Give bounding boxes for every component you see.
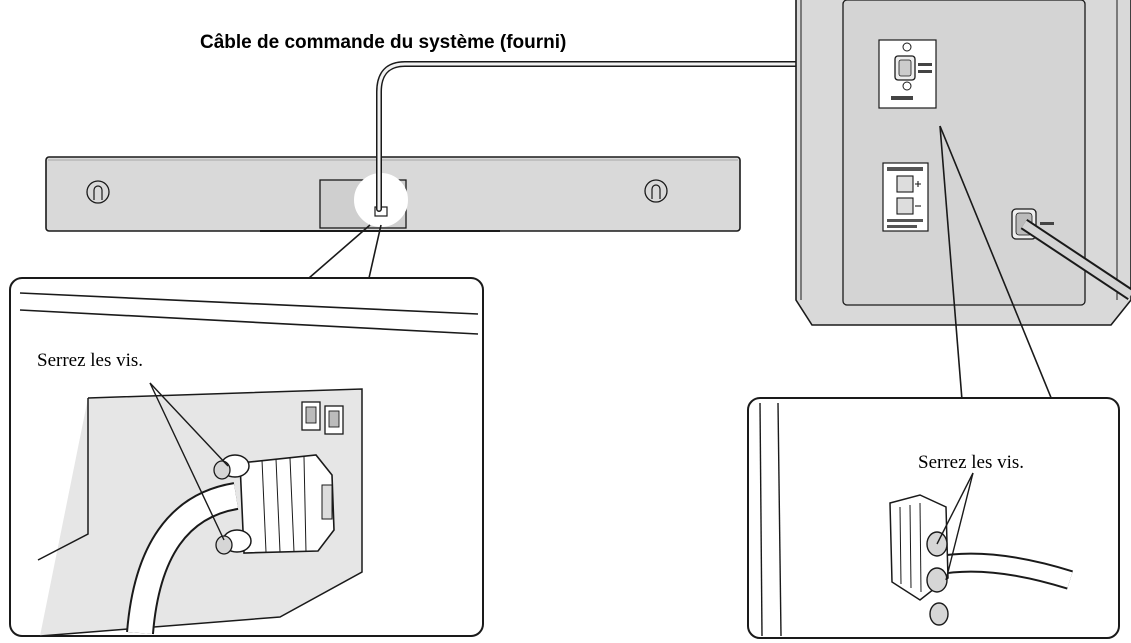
tighten-screws-label-left: Serrez les vis.	[37, 350, 144, 371]
power-cord	[1020, 219, 1131, 300]
wall-mount-keyhole-left-icon	[86, 180, 110, 204]
left-zoom-pointer	[308, 224, 382, 279]
system-connector-plate	[878, 39, 937, 109]
left-detail-view	[9, 277, 484, 637]
subwoofer-rear-panel	[795, 0, 1131, 326]
system-cable-label: Câble de commande du système (fourni)	[200, 32, 567, 53]
right-detail-view	[747, 397, 1120, 639]
tighten-screws-label-right: Serrez les vis.	[918, 452, 1025, 473]
system-control-cable	[376, 61, 899, 212]
right-zoom-pointer	[939, 125, 1053, 401]
wall-mount-keyhole-right-icon	[644, 179, 668, 203]
speaker-terminal-block	[882, 162, 929, 232]
